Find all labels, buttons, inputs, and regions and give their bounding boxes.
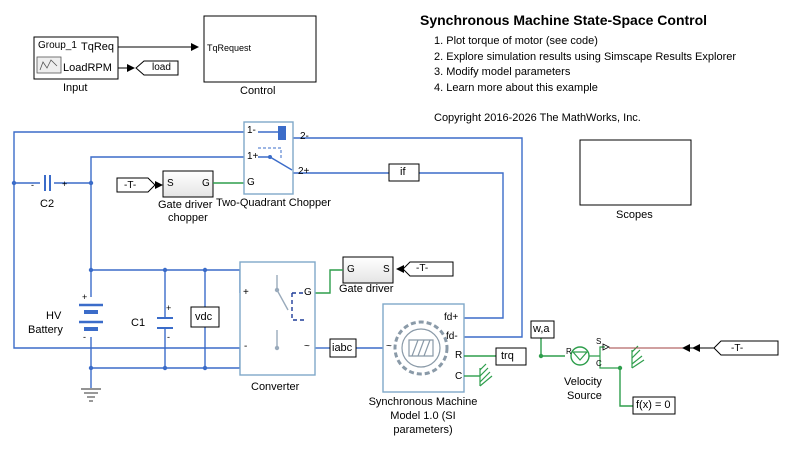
input-port-loadrpm: LoadRPM [63, 62, 112, 74]
sm-port-c: C [455, 371, 463, 382]
arrow-head-velocity [682, 344, 700, 352]
converter-plus: + [243, 287, 249, 298]
copyright-text: Copyright 2016-2026 The MathWorks, Inc. [434, 112, 641, 124]
sm-label-line2: Model 1.0 (SI [390, 410, 456, 422]
model-title: Synchronous Machine State-Space Control [420, 12, 708, 28]
link-learn-more[interactable]: 4. Learn more about this example [434, 81, 598, 94]
control-block[interactable] [203, 15, 317, 83]
chopper-port-1m: 1- [247, 125, 256, 136]
iabc-label: iabc [332, 342, 353, 354]
synchronous-machine-block[interactable] [382, 303, 465, 393]
control-port-label: TqRequest [207, 43, 252, 53]
annotation-links: 1. Plot torque of motor (see code) 2. Ex… [434, 34, 736, 96]
wa-block[interactable] [530, 320, 555, 339]
link-plot-torque[interactable]: 1. Plot torque of motor (see code) [434, 35, 598, 47]
battery-minus: - [83, 332, 86, 342]
vdc-block[interactable] [190, 306, 220, 328]
link-modify-parameters[interactable]: 3. Modify model parameters [434, 66, 571, 78]
c2-minus: - [31, 180, 34, 190]
if-tag[interactable] [388, 163, 420, 182]
from-tag-gate[interactable] [402, 261, 454, 277]
converter-minus: - [244, 341, 248, 352]
scopes-block[interactable] [579, 139, 692, 206]
c2-label: C2 [40, 198, 55, 210]
c1-plus: + [166, 303, 172, 313]
sm-port-fdp: fd+ [444, 312, 459, 323]
gdc-label-line2: chopper [168, 212, 208, 224]
chopper-port-g: G [247, 177, 255, 188]
gdc-label-line1: Gate driver [158, 199, 213, 211]
sm-label-line3: parameters) [393, 424, 453, 436]
from-tag-chopper[interactable] [116, 177, 156, 193]
chopper-port-2m: 2- [300, 131, 309, 142]
chopper-label: Two-Quadrant Chopper [216, 197, 331, 209]
signal-g-converter [315, 269, 343, 294]
sm-tilde: ~ [386, 341, 392, 352]
vdc-label: vdc [195, 311, 213, 323]
c2-capacitor[interactable] [44, 175, 51, 191]
gate-driver-chopper-block[interactable] [162, 170, 214, 198]
chopper-port-1p: 1+ [247, 151, 259, 162]
gdc-port-g: G [202, 178, 210, 189]
two-quadrant-chopper-block[interactable] [243, 121, 294, 195]
junction-dots [11, 180, 208, 371]
c1-minus: - [167, 332, 170, 342]
gd-port-g: G [347, 264, 355, 275]
battery-label-line1: HV [46, 310, 62, 322]
gdc-port-s: S [167, 178, 174, 189]
sm-port-r: R [455, 350, 463, 361]
velocity-source-block[interactable] [570, 343, 620, 369]
vs-port-r: R [566, 347, 572, 356]
junction-mech [538, 353, 544, 359]
c1-label: C1 [131, 317, 146, 329]
vs-port-s: S [596, 337, 602, 346]
goto-load-tag[interactable] [135, 60, 179, 76]
mech-ground-sm [479, 363, 493, 387]
input-block[interactable] [33, 36, 119, 80]
input-port-tqreq: TqReq [81, 41, 115, 53]
hv-battery[interactable] [79, 303, 103, 331]
battery-plus: + [82, 292, 88, 302]
iabc-block[interactable] [329, 338, 357, 358]
c1-capacitor[interactable] [157, 317, 173, 329]
input-block-label: Input [63, 82, 88, 94]
chopper-port-2p: 2+ [298, 166, 310, 177]
scopes-block-label: Scopes [616, 209, 653, 221]
trq-label: trq [501, 350, 514, 362]
gate-driver-label: Gate driver [339, 283, 394, 295]
converter-label: Converter [251, 381, 300, 393]
from-tag-velocity-label: -T- [731, 343, 744, 354]
vs-port-c: C [596, 359, 602, 368]
gd-port-s: S [383, 264, 390, 275]
from-tag-velocity[interactable] [713, 340, 779, 356]
battery-label-line2: Battery [28, 324, 63, 336]
goto-load-label: load [152, 62, 171, 73]
ground-symbol [81, 388, 101, 402]
link-explore-results[interactable]: 2. Explore simulation results using Sims… [434, 50, 737, 63]
converter-tilde: ~ [304, 341, 310, 352]
wa-label: w,a [533, 323, 550, 335]
sm-port-fdm: fd- [446, 331, 458, 342]
vs-label-line2: Source [567, 390, 602, 402]
mechanical-wires [464, 338, 633, 407]
control-block-label: Control [240, 85, 276, 97]
converter-g: G [304, 287, 312, 298]
from-tag-gate-label: -T- [416, 263, 429, 274]
from-tag-chopper-label: -T- [124, 180, 137, 191]
vs-label-line1: Velocity [564, 376, 602, 388]
c2-plus: + [62, 179, 68, 189]
trq-block[interactable] [495, 347, 527, 366]
mech-ground-vs [631, 345, 645, 369]
converter-block[interactable] [239, 261, 316, 376]
solver-config-block[interactable] [632, 396, 676, 415]
if-tag-label: if [400, 166, 406, 178]
input-group-label: Group_1 [38, 40, 77, 51]
sm-label-line1: Synchronous Machine [368, 396, 478, 408]
solver-config-label: f(x) = 0 [636, 399, 671, 411]
